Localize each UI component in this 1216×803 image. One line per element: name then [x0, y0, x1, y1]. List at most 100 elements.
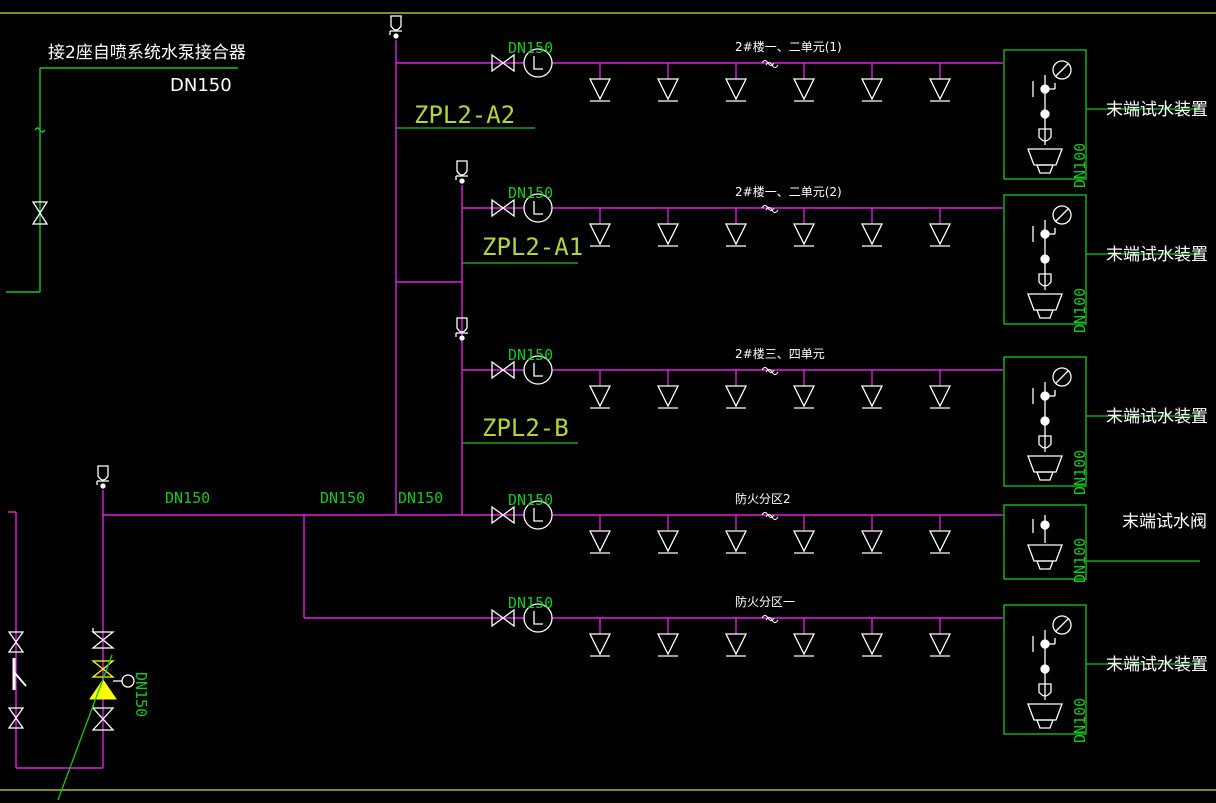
exhaust-valve-icon [96, 465, 109, 489]
sprinkler-head-icon [792, 370, 816, 409]
sprinkler-head-icon [860, 63, 884, 102]
end-test-device-label: 末端试水装置 [1106, 100, 1208, 120]
sprinkler-head-icon [860, 208, 884, 247]
sprinkler-head-icon [724, 208, 748, 247]
pump-connector-pipe [6, 67, 238, 293]
riser-label-a1: ZPL2-A1 [482, 233, 583, 261]
sprinkler-head-icon [928, 208, 952, 247]
leader-line [57, 654, 113, 801]
flow-indicator-icon [523, 193, 553, 223]
end-test-device-icon [1027, 205, 1072, 319]
end-test-device-box [1003, 604, 1087, 735]
sprinkler-head-icon [928, 370, 952, 409]
pipe-break-mark [761, 60, 779, 68]
exhaust-valve-icon [455, 160, 468, 184]
alarm-valve-size: DN150 [132, 672, 150, 717]
sprinkler-head-icon [656, 63, 680, 102]
main-pipework [8, 40, 1003, 769]
sprinkler-head-icon [656, 208, 680, 247]
pipe-break-mark [761, 512, 779, 520]
exhaust-valves [96, 15, 468, 489]
flow-indicator-icon [523, 48, 553, 78]
header-size-2: DN150 [320, 489, 365, 507]
branch-4: DN150 防火分区2 末端试水阀 DN100 [491, 491, 1207, 583]
sprinkler-head-icon [792, 515, 816, 554]
sprinkler-head-icon [928, 618, 952, 657]
pipe-break-mark [761, 615, 779, 623]
sprinkler-head-icon [860, 618, 884, 657]
connector-label: 接2座自喷系统水泵接合器 [48, 43, 246, 63]
end-test-device-box [1003, 49, 1087, 180]
branch-size: DN150 [508, 39, 553, 57]
connector-size: DN150 [170, 75, 232, 96]
branch-name: 2#楼三、四单元 [735, 346, 825, 361]
sprinkler-head-icon [724, 370, 748, 409]
sprinkler-head-icon [656, 515, 680, 554]
end-test-device-box [1003, 194, 1087, 325]
sprinkler-head-icon [588, 370, 612, 409]
end-test-device-label: 末端试水阀 [1122, 512, 1207, 532]
drawing-frame [0, 12, 1216, 791]
end-test-device-size: DN100 [1071, 698, 1089, 743]
sprinkler-head-icon [656, 370, 680, 409]
end-test-device-size: DN100 [1071, 288, 1089, 333]
end-test-device-box [1003, 504, 1087, 580]
flow-indicator-icon [523, 603, 553, 633]
end-test-device-size: DN100 [1071, 143, 1089, 188]
end-test-device-icon [1027, 367, 1072, 481]
end-test-device-box [1003, 356, 1087, 487]
branch-size: DN150 [508, 184, 553, 202]
left-valve-group [7, 628, 135, 731]
connector-gate-valve [31, 201, 49, 225]
sprinkler-head-icon [928, 63, 952, 102]
header-size-3: DN150 [398, 489, 443, 507]
end-test-device-label: 末端试水装置 [1106, 655, 1208, 675]
sprinkler-head-icon [588, 63, 612, 102]
pipe-break-mark [761, 205, 779, 213]
header-size-1: DN150 [165, 489, 210, 507]
sprinkler-head-icon [656, 618, 680, 657]
gate-valve-icon [491, 198, 515, 218]
flow-indicator-icon [523, 500, 553, 530]
sprinkler-head-icon [724, 618, 748, 657]
sprinkler-head-icon [928, 515, 952, 554]
gate-valve-icon [491, 53, 515, 73]
riser-label-underlines [396, 127, 578, 444]
end-test-device-size: DN100 [1071, 450, 1089, 495]
end-test-device-size: DN100 [1071, 538, 1089, 583]
branch-size: DN150 [508, 594, 553, 612]
sprinkler-head-icon [792, 208, 816, 247]
gate-valve-icon [491, 608, 515, 628]
flow-indicator-icon [523, 355, 553, 385]
gate-valve-icon [491, 360, 515, 380]
branch-name: 防火分区一 [735, 594, 795, 609]
branch-1: DN150 2#楼一、二单元(1) 末端试水装置 DN100 [491, 39, 1208, 188]
sprinkler-head-icon [860, 515, 884, 554]
sprinkler-head-icon [588, 515, 612, 554]
branch-size: DN150 [508, 346, 553, 364]
sprinkler-head-icon [792, 63, 816, 102]
pipe-break-mark [761, 367, 779, 375]
sprinkler-head-icon [860, 370, 884, 409]
sprinkler-head-icon [588, 618, 612, 657]
end-test-device-label: 末端试水装置 [1106, 245, 1208, 265]
sprinkler-head-icon [724, 63, 748, 102]
branch-size: DN150 [508, 491, 553, 509]
end-test-device-icon [1027, 615, 1072, 729]
end-test-valve-icon [1027, 515, 1063, 570]
gate-valve-icon [491, 505, 515, 525]
end-test-device-label: 末端试水装置 [1106, 407, 1208, 427]
exhaust-valve-icon [389, 15, 402, 39]
exhaust-valve-icon [455, 317, 468, 341]
end-test-device-icon [1027, 60, 1072, 174]
sprinkler-head-icon [724, 515, 748, 554]
sprinkler-head-icon [792, 618, 816, 657]
branch-name: 防火分区2 [735, 491, 791, 506]
branch-name: 2#楼一、二单元(1) [735, 39, 842, 54]
sprinkler-head-icon [588, 208, 612, 247]
